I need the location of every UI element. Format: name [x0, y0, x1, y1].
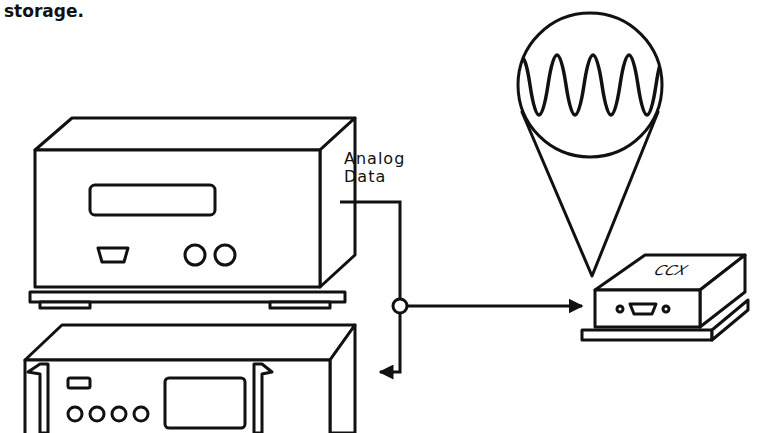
bench-instrument — [30, 118, 355, 308]
signal-label: Analog Data — [344, 150, 416, 187]
signal-callout — [512, 13, 674, 276]
caption-fragment: storage. — [4, 2, 84, 22]
ccx-module — [582, 255, 748, 340]
analog-wire — [340, 202, 582, 372]
rack-instrument — [25, 325, 355, 433]
